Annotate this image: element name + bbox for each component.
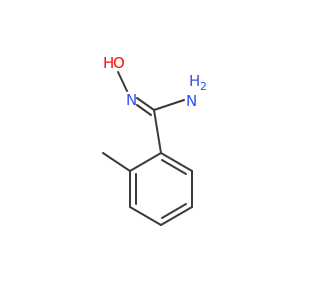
atoms-group: H O N N H 2 [103, 54, 207, 110]
bond-n-c-outer [136, 97, 155, 111]
bond-c-nh2 [153, 99, 185, 111]
ring-bond-4 [129, 206, 162, 226]
amine-hydrogen-count: 2 [200, 80, 207, 93]
amine-nitrogen-label: N [186, 92, 197, 110]
imine-nitrogen-label: N [126, 91, 137, 109]
molecule-diagram: H O N N H 2 [102, 54, 207, 226]
amine-hydrogen-label: H [189, 72, 200, 90]
ring-bond-6 [129, 152, 162, 172]
oxygen-label: O [113, 54, 125, 72]
bonds-group [102, 71, 193, 226]
bond-methyl [102, 152, 131, 172]
hydroxyl-h-label: H [103, 54, 114, 72]
structure-canvas: H O N N H 2 [102, 54, 207, 226]
bond-o-n [117, 71, 128, 92]
bond-n-c-inner [136, 104, 152, 116]
ring-bond-1 [160, 152, 193, 172]
ring-double-2 [161, 203, 187, 219]
ring-double-1 [161, 159, 187, 175]
bond-c-ring [153, 109, 162, 154]
ring-bond-3 [160, 206, 193, 226]
